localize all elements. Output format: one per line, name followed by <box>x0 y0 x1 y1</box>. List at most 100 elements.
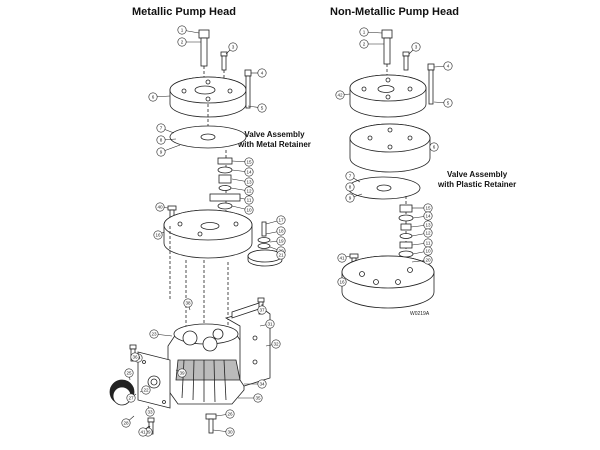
callout-balloon <box>276 215 286 225</box>
callout-balloon <box>257 103 267 113</box>
callout-balloon <box>443 98 453 108</box>
callout-number: 41 <box>140 430 146 435</box>
callout-number: 38 <box>185 301 191 306</box>
callout-balloon <box>423 228 433 238</box>
callout-number: 27 <box>128 396 134 401</box>
callout-balloon <box>244 157 254 167</box>
callout-balloon <box>156 123 166 133</box>
callout-number: 2 <box>181 40 184 45</box>
right-long-bolt-drawing <box>427 63 435 105</box>
callout-number: 34 <box>259 382 265 387</box>
callout-number: 42 <box>337 93 343 98</box>
callout-number: 14 <box>425 214 431 219</box>
callout-balloon <box>257 379 267 389</box>
callout-number: 1 <box>181 28 184 33</box>
callout-balloon <box>225 409 235 419</box>
body-plate-drawing <box>163 209 253 259</box>
right-base-plate-drawing <box>341 255 435 309</box>
callout-balloon <box>257 305 267 315</box>
callout-balloon <box>244 167 254 177</box>
callout-balloon <box>177 368 187 378</box>
callout-balloon <box>126 393 136 403</box>
callout-balloon <box>244 186 254 196</box>
callout-balloon <box>148 92 158 102</box>
callout-balloon <box>345 193 355 203</box>
callout-number: 28 <box>123 421 129 426</box>
callout-balloon <box>276 226 286 236</box>
callout-number: 9 <box>160 150 163 155</box>
caption-left-line1: Valve Assembly <box>244 130 305 139</box>
title-non-metallic-pump-head: Non-Metallic Pump Head <box>330 6 459 18</box>
callout-number: 17 <box>278 218 284 223</box>
diaphragm-drawing <box>169 104 247 149</box>
callout-balloon <box>359 39 369 49</box>
callout-number: 18 <box>278 229 284 234</box>
callout-balloon <box>335 90 345 100</box>
callout-number: 12 <box>425 231 431 236</box>
callout-number: 22 <box>143 388 149 393</box>
title-metallic-pump-head: Metallic Pump Head <box>132 6 236 18</box>
callout-number: 33 <box>147 410 153 415</box>
callout-number: 21 <box>278 253 284 258</box>
callout-number: 6 <box>152 95 155 100</box>
callout-balloon <box>177 37 187 47</box>
callout-balloon <box>443 61 453 71</box>
valve-stack-drawing <box>209 150 241 214</box>
relief-valve-drawing <box>247 221 283 267</box>
callout-balloon <box>121 418 131 428</box>
side-plate-drawing <box>137 351 171 409</box>
callout-balloon <box>345 171 355 181</box>
callout-number: 15 <box>425 206 431 211</box>
callout-balloon <box>177 25 187 35</box>
caption-valve-plastic-retainer: Valve Assembly with Plastic Retainer <box>438 170 516 190</box>
callout-number: 7 <box>349 174 352 179</box>
callout-number: 10 <box>425 249 431 254</box>
callout-number: 29 <box>145 430 151 435</box>
callout-balloon <box>423 211 433 221</box>
callout-balloon <box>155 202 165 212</box>
mounting-bracket-drawing <box>224 301 271 387</box>
callout-balloon <box>244 205 254 215</box>
callout-number: 36 <box>132 355 138 360</box>
callout-number: 26 <box>227 412 233 417</box>
right-screw-drawing <box>402 51 410 71</box>
callout-number: 13 <box>246 180 252 185</box>
callout-number: 23 <box>151 332 157 337</box>
callout-number: 1 <box>363 30 366 35</box>
callout-balloon <box>411 42 421 52</box>
callout-balloon <box>153 230 163 240</box>
callout-balloon <box>138 427 148 437</box>
caption-right-line2: with Plastic Retainer <box>438 180 517 189</box>
callout-balloon <box>276 236 286 246</box>
caption-left-line2: with Metal Retainer <box>238 140 311 149</box>
long-bolt-drawing <box>244 69 252 109</box>
callout-balloon <box>265 319 275 329</box>
callout-number: 14 <box>246 170 252 175</box>
callout-balloon <box>253 393 263 403</box>
callout-balloon <box>257 68 267 78</box>
callout-number: 8 <box>160 138 163 143</box>
right-valve-stack-drawing <box>398 196 414 266</box>
callout-number: 31 <box>267 322 273 327</box>
callout-number: 11 <box>426 241 431 246</box>
right-diaphragm-drawing <box>347 176 421 200</box>
callout-number: 19 <box>278 239 284 244</box>
callout-number: 5 <box>447 101 450 106</box>
callout-balloon <box>276 250 286 260</box>
callout-number: 7 <box>160 126 163 131</box>
callout-number: 39 <box>179 371 185 376</box>
callout-number: 32 <box>273 342 279 347</box>
callout-number: 3 <box>415 45 418 50</box>
callout-number: 35 <box>255 396 261 401</box>
callout-number: 10 <box>246 208 252 213</box>
callout-number: 5 <box>261 106 264 111</box>
callout-balloon <box>124 368 134 378</box>
callout-balloon <box>429 142 439 152</box>
right-mid-plate-drawing <box>349 123 431 173</box>
callout-balloon <box>145 407 155 417</box>
callout-balloon <box>337 253 347 263</box>
callout-balloon <box>141 385 151 395</box>
callout-number: 11 <box>247 198 252 203</box>
drawing-code: W0219A <box>410 311 430 317</box>
